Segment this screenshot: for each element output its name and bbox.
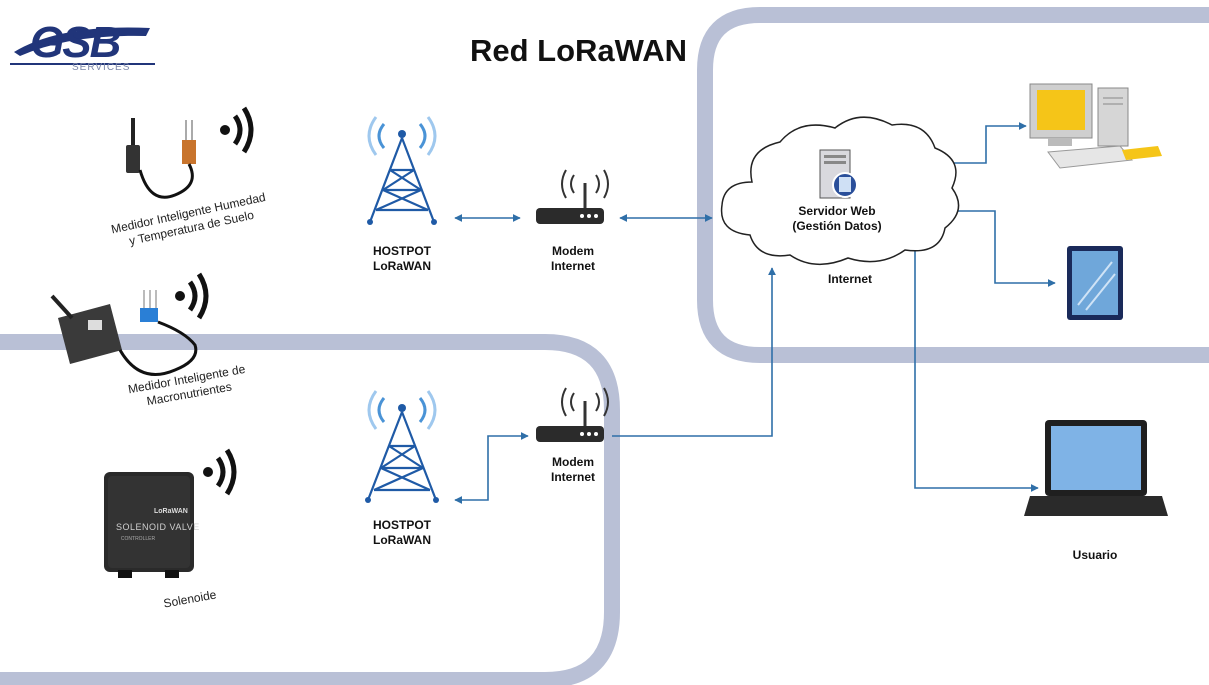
link-cloud-tablet xyxy=(939,207,1056,287)
logo-subtitle: SERVICES xyxy=(72,62,131,73)
wireless-signal-icon-2 xyxy=(175,272,209,320)
gsb-logo xyxy=(10,27,155,65)
solenoid-panel-text: SOLENOID VALVE xyxy=(116,522,200,532)
macronutrient-sensor-icon xyxy=(50,290,198,376)
modem-label-1: Modem Internet xyxy=(550,244,595,273)
internet-zone-band xyxy=(697,7,1209,363)
link-modem2-cloud xyxy=(612,267,776,437)
lower-zone-band xyxy=(0,334,620,685)
logo-brand: GSB xyxy=(30,18,121,67)
link-cloud-laptop xyxy=(911,239,1039,492)
link-cloud-desktop xyxy=(944,122,1027,167)
wireless-signal-icon-3 xyxy=(203,448,237,496)
cloud-label: Internet xyxy=(827,272,872,286)
lorawan-tower-icon-2 xyxy=(365,390,439,503)
desktop-computer-icon xyxy=(1029,83,1162,169)
laptop-icon xyxy=(1024,420,1168,516)
solenoid-controller-icon xyxy=(104,472,194,578)
gateway-label-2: HOSTPOT LoRaWAN xyxy=(372,518,431,547)
modem-router-icon-1 xyxy=(536,169,609,224)
modem-label-2: Modem Internet xyxy=(550,455,595,484)
lorawan-tower-icon-1 xyxy=(367,116,437,225)
web-server-icon xyxy=(819,149,858,199)
wireless-signal-icon-1 xyxy=(220,106,254,154)
user-label: Usuario xyxy=(1072,548,1118,562)
solenoid-panel-sub: CONTROLLER xyxy=(120,536,156,542)
gateway-label-1: HOSTPOT LoRaWAN xyxy=(372,244,431,273)
soil-humidity-sensor-icon xyxy=(126,118,196,199)
page-title: Red LoRaWAN xyxy=(470,33,687,68)
server-label: Servidor Web (Gestión Datos) xyxy=(792,204,882,233)
modem-router-icon-2 xyxy=(536,387,609,442)
link-tower2-modem2 xyxy=(454,432,529,504)
tablet-icon xyxy=(1067,246,1123,320)
solenoid-panel-brand: LoRaWAN xyxy=(154,508,188,515)
